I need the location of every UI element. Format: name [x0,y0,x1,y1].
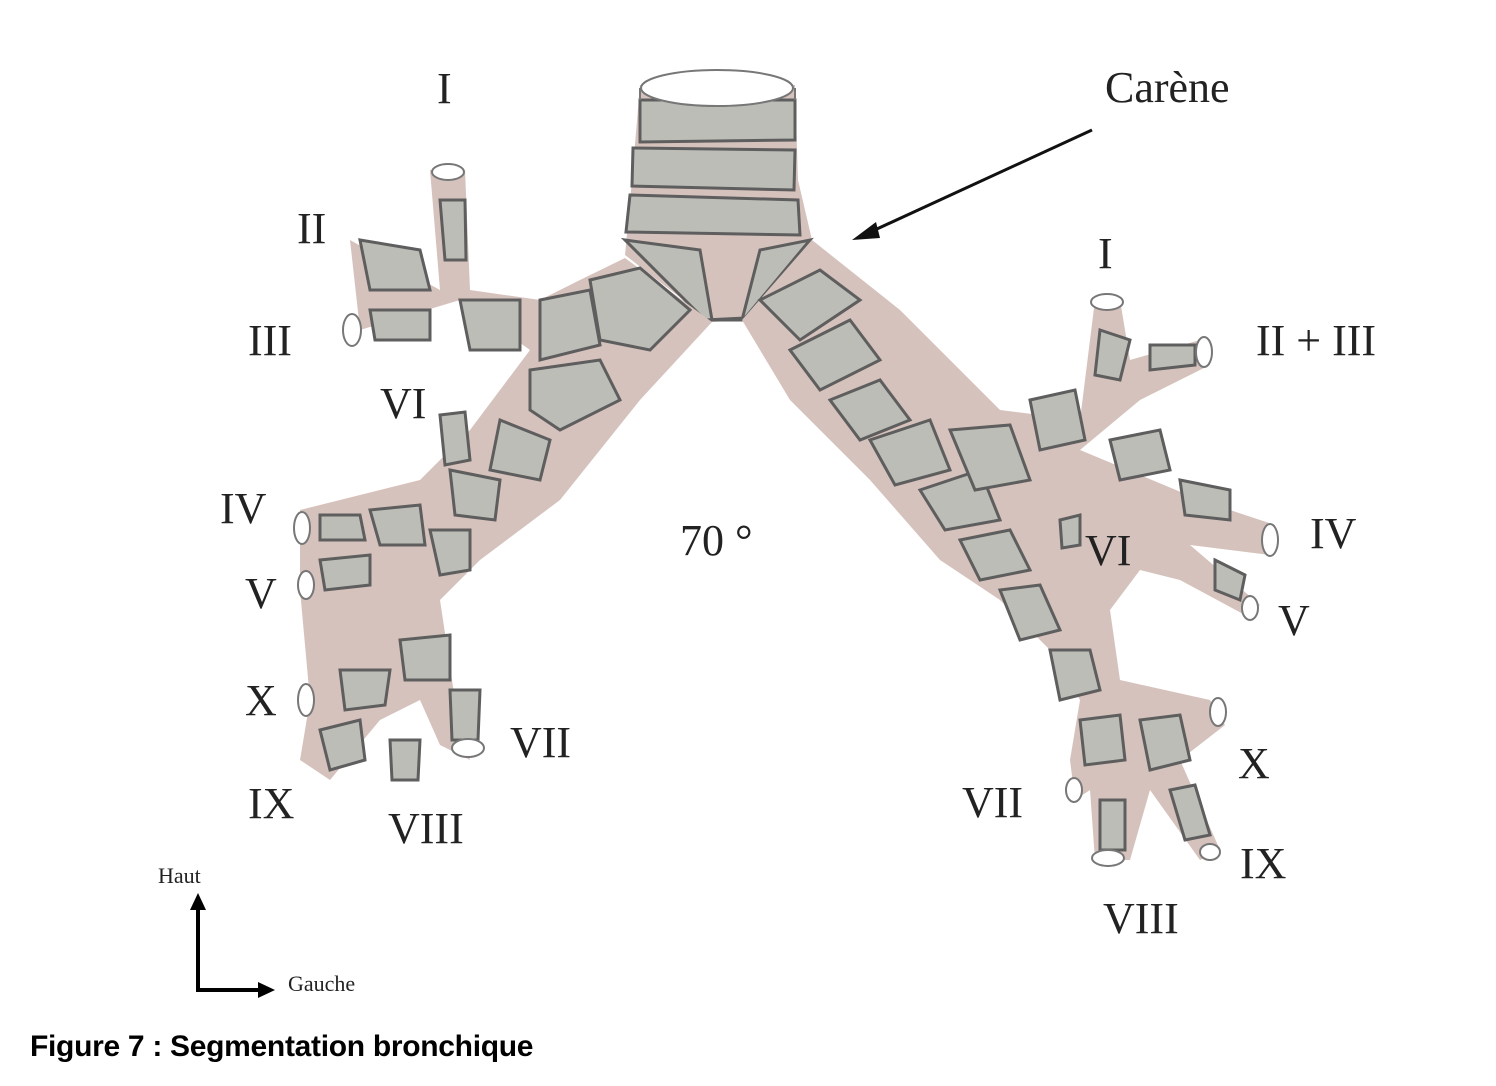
trachea [620,69,814,322]
right-segment-IV-label: IV [220,484,267,533]
right-arrow-icon [258,982,275,998]
left-segment-I-label: I [1098,229,1113,278]
right-segment-II-label: II [297,204,326,253]
left-segment-VII-label: VII [962,778,1023,827]
right-segment-III-label: III [248,316,292,365]
up-arrow-icon [190,893,206,910]
figure-caption: Figure 7 : Segmentation bronchique [30,1030,534,1063]
left-segment-VI-label: VI [1085,526,1131,575]
orientation-up-label: Haut [158,863,201,888]
carena-label: Carène [1105,63,1230,112]
left-segment-II-III-label: II + III [1256,316,1376,365]
left-segment-IX-label: IX [1240,839,1286,888]
left-segment-VIII-label: VIII [1103,894,1179,943]
right-segment-VIII-label: VIII [388,804,464,853]
left-segment-IV-label: IV [1310,509,1357,558]
left-segment-X-label: X [1238,739,1270,788]
right-segment-X-label: X [245,676,277,725]
carena-arrow [852,128,1093,240]
left-main-bronchus [742,240,1279,867]
right-segment-VII-label: VII [510,718,571,767]
angle-label: 70 ° [680,516,753,565]
orientation-left-label: Gauche [288,971,355,996]
right-segment-VI-label: VI [380,379,426,428]
right-segment-I-label: I [437,64,452,113]
right-segment-V-label: V [245,569,277,618]
right-main-bronchus [293,163,712,782]
right-segment-IX-label: IX [248,779,294,828]
orientation-axes [196,905,265,992]
left-segment-V-label: V [1278,596,1310,645]
orientation-indicator: Haut Gauche [158,863,355,998]
